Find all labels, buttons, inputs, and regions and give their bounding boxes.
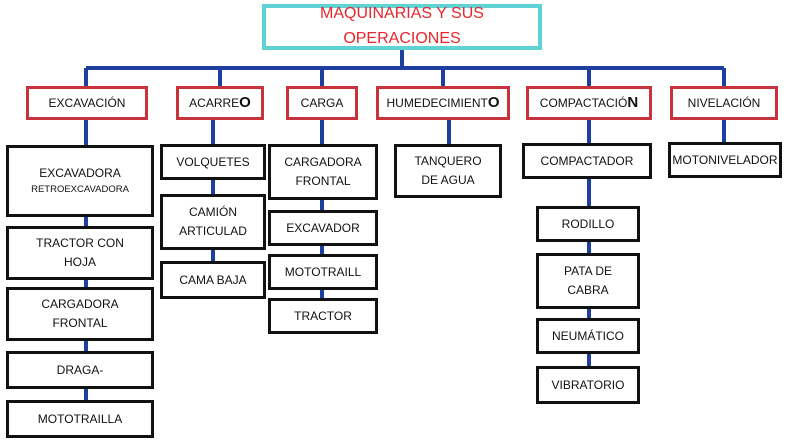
category-compactacion: COMPACTACIÓN <box>526 86 652 120</box>
item-tanquero-de-agua: TANQUERO DE AGUA <box>394 144 502 198</box>
category-label: EXCAVACIÓN <box>48 95 126 110</box>
item-pata-de-cabra: PATA DE CABRA <box>536 253 640 309</box>
item-neumatico: NEUMÁTICO <box>536 318 640 354</box>
item-rodillo: RODILLO <box>536 206 640 242</box>
category-label: NIVELACIÓN <box>687 95 761 110</box>
diagram-title: MAQUINARIAS Y SUS OPERACIONES <box>262 4 542 50</box>
category-label: CARGA <box>300 95 344 110</box>
item-tractor-con-hoja: TRACTOR CON HOJA <box>6 226 154 280</box>
category-excavacion: EXCAVACIÓN <box>26 86 148 120</box>
item-vibratorio: VIBRATORIO <box>536 366 640 404</box>
item-cargadora-frontal: CARGADORA FRONTAL <box>6 287 154 341</box>
diagram-title-text: MAQUINARIAS Y SUS OPERACIONES <box>320 5 484 47</box>
category-label: ACARREO <box>189 94 251 112</box>
item-mototraill: MOTOTRAILL <box>268 254 378 290</box>
category-carga: CARGA <box>286 86 358 120</box>
category-acarreo: ACARREO <box>176 86 264 120</box>
category-label: HUMEDECIMIENTO <box>386 94 500 112</box>
item-mototrailla: MOTOTRAILLA <box>6 400 154 438</box>
item-compactador: COMPACTADOR <box>522 143 652 179</box>
item-motonivelador: MOTONIVELADOR <box>668 142 782 178</box>
item-cargadora-frontal: CARGADORA FRONTAL <box>268 144 378 200</box>
item-volquetes: VOLQUETES <box>160 144 266 180</box>
item-excavador: EXCAVADOR <box>268 210 378 246</box>
category-humedecimiento: HUMEDECIMIENTO <box>376 86 510 120</box>
item-draga: DRAGA- <box>6 351 154 389</box>
item-excavadora: EXCAVADORA RETROEXCAVADORA <box>6 145 154 217</box>
item-tractor: TRACTOR <box>268 298 378 334</box>
item-cama-baja: CAMA BAJA <box>160 261 266 299</box>
item-camion-articulado: CAMIÓN ARTICULAD <box>160 194 266 250</box>
category-label: COMPACTACIÓN <box>539 94 639 112</box>
category-nivelacion: NIVELACIÓN <box>670 86 778 120</box>
